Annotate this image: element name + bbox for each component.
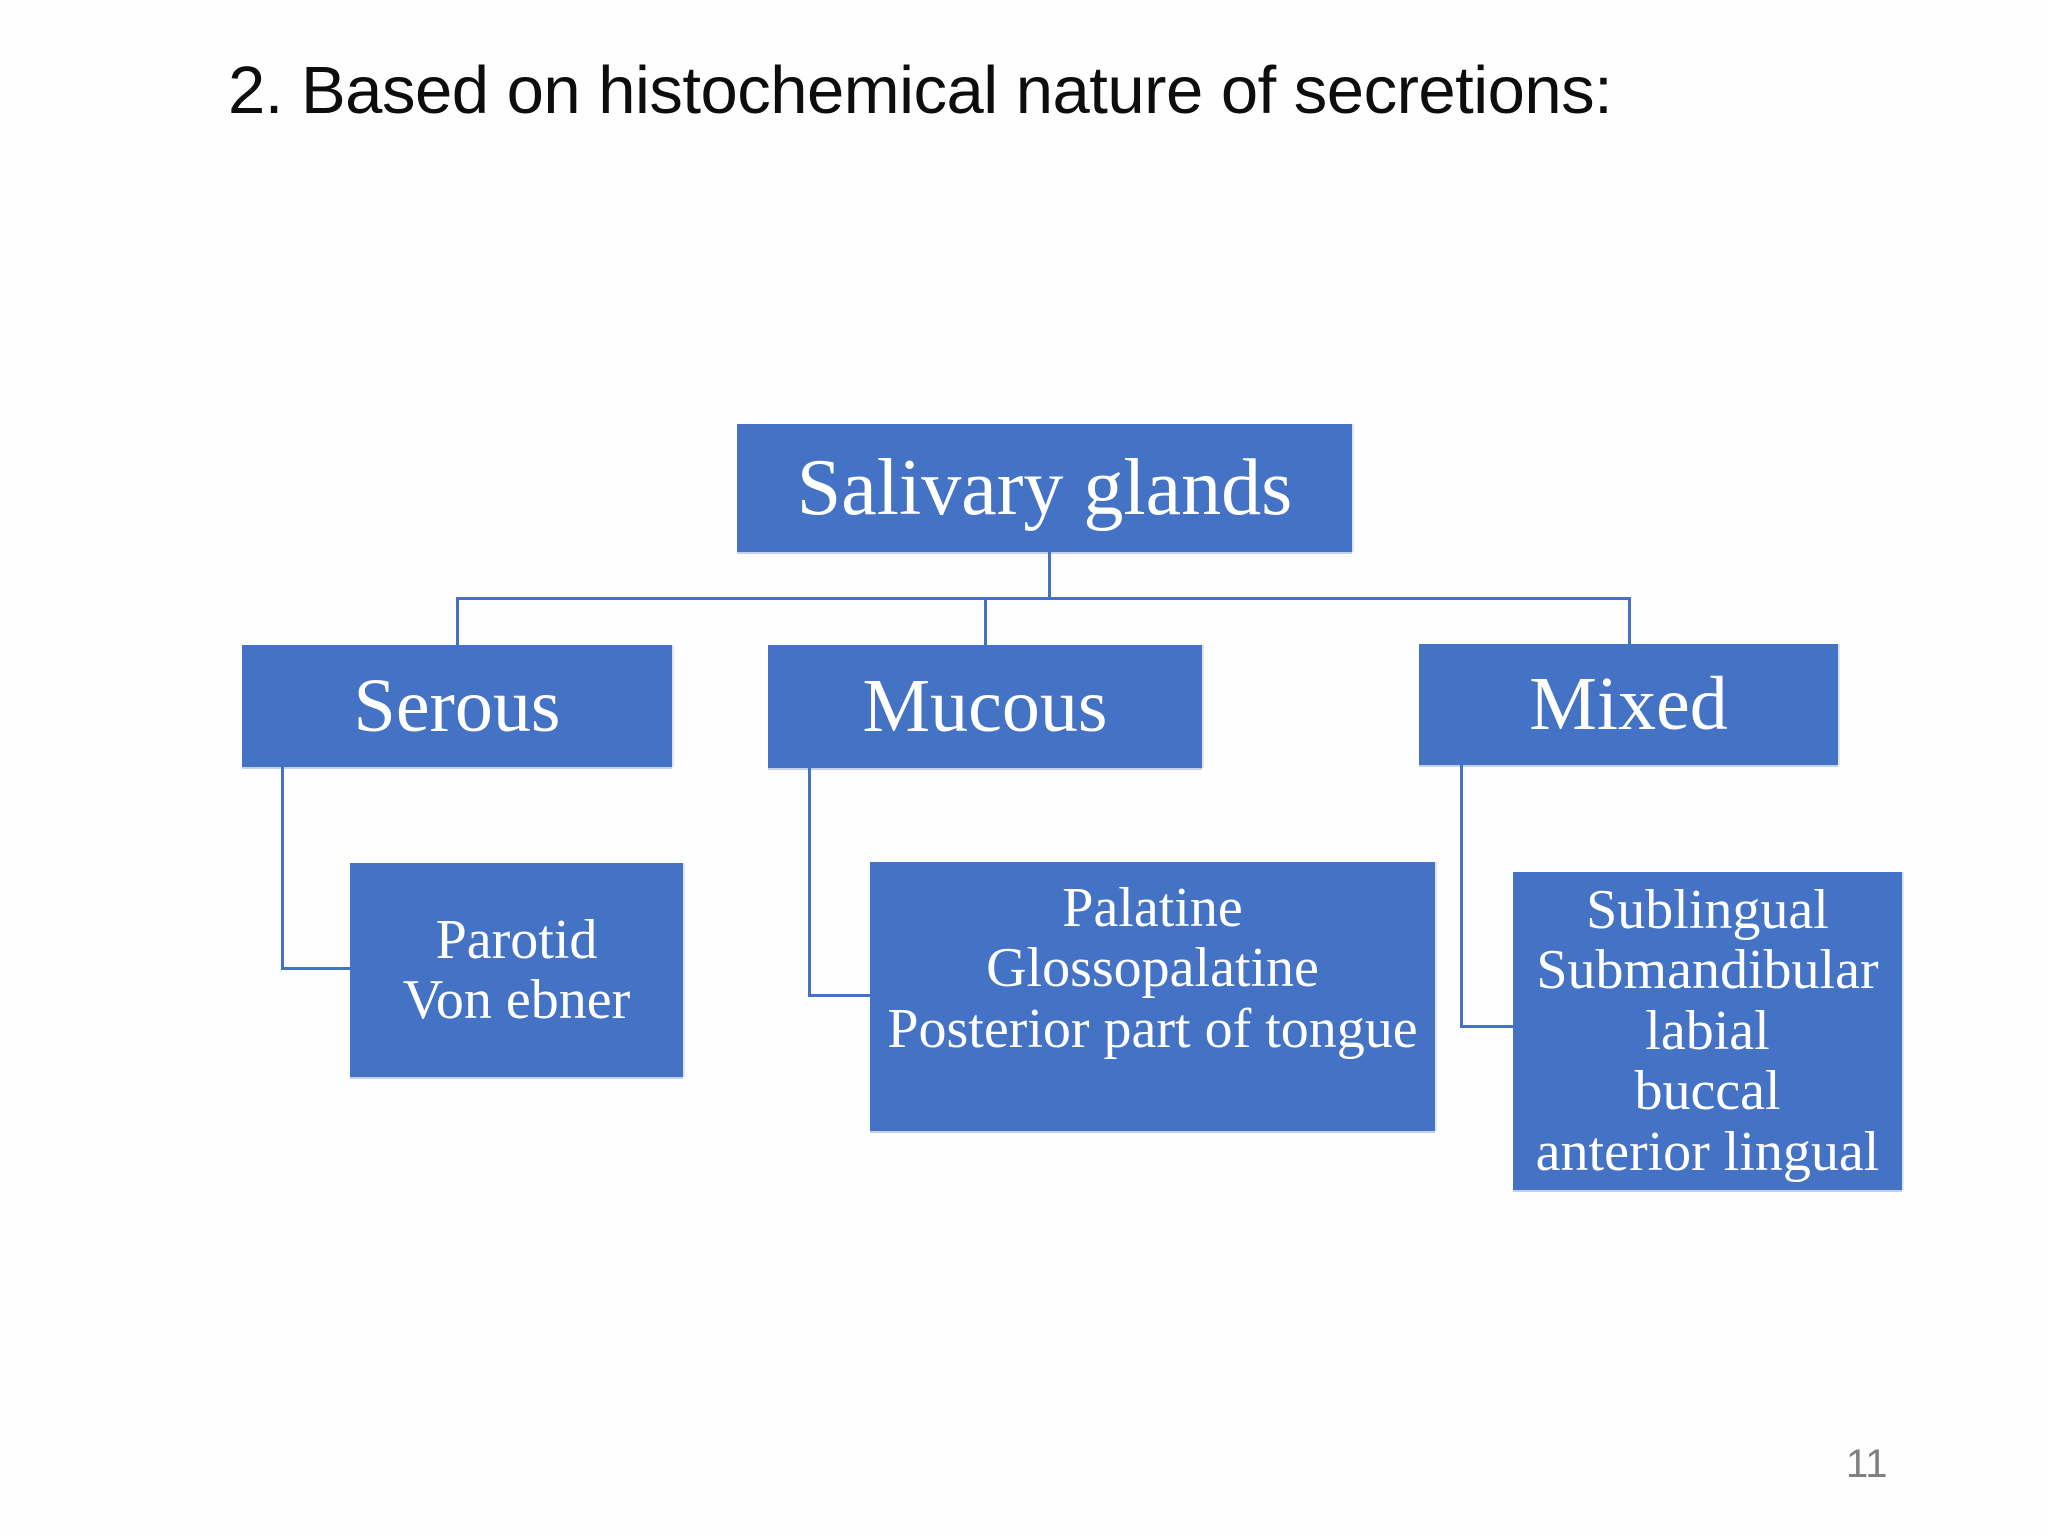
connector-mucous-elbow-vertical (808, 768, 811, 997)
node-mixed-glands-list: Sublingual Submandibular labial buccal a… (1513, 872, 1902, 1190)
slide-title: 2. Based on histochemical nature of secr… (228, 53, 1613, 128)
connector-serous-elbow-vertical (281, 767, 284, 970)
connector-root-drop (1048, 551, 1051, 599)
connector-mixed-elbow-vertical (1460, 765, 1463, 1028)
node-mucous: Mucous (768, 645, 1202, 768)
connector-mixed-elbow-horizontal (1460, 1025, 1513, 1028)
connector-mucous-elbow-horizontal (808, 994, 870, 997)
node-serous: Serous (242, 645, 672, 767)
connector-mixed-drop (1628, 597, 1631, 644)
connector-serous-elbow-horizontal (281, 967, 350, 970)
connector-mucous-drop (984, 597, 987, 645)
connector-level1-bus (456, 597, 1631, 600)
node-serous-glands-list: Parotid Von ebner (350, 863, 683, 1077)
node-mixed: Mixed (1419, 644, 1838, 765)
page-number: 11 (1846, 1442, 1888, 1486)
node-salivary-glands: Salivary glands (737, 424, 1352, 552)
connector-serous-drop (456, 597, 459, 645)
node-mucous-glands-list: Palatine Glossopalatine Posterior part o… (870, 862, 1435, 1131)
